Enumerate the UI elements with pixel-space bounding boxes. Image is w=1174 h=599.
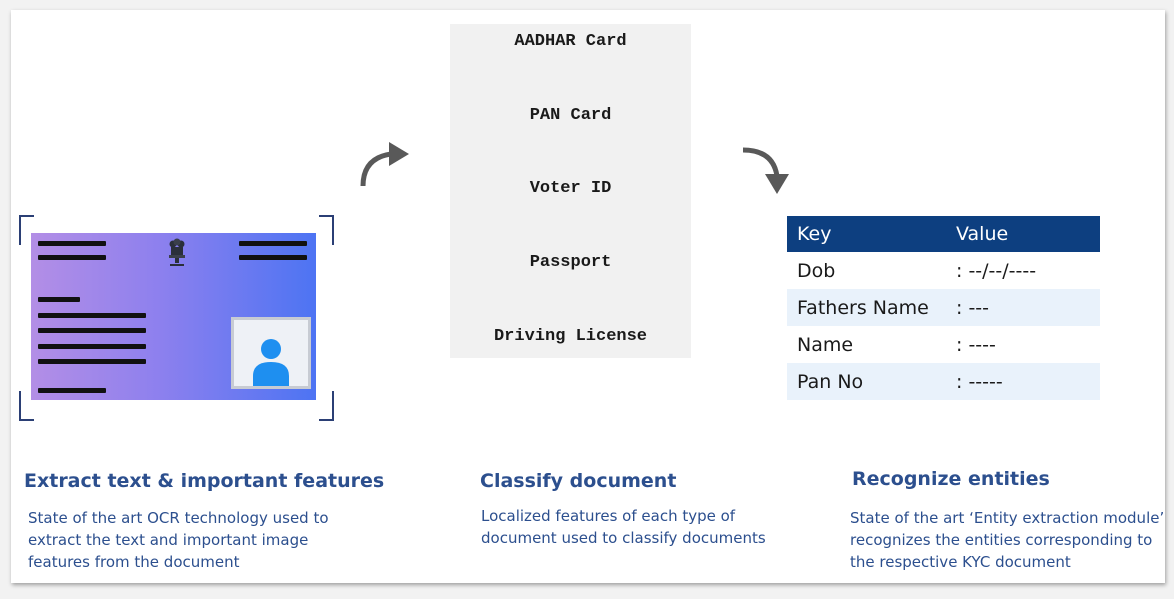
scan-corner-top-left	[19, 215, 34, 245]
card-text-line	[38, 241, 106, 246]
description-line: extract the text and important image	[28, 531, 309, 549]
card-text-line	[38, 388, 106, 393]
description-line: the respective KYC document	[850, 553, 1071, 571]
description-line: State of the art OCR technology used to	[28, 509, 329, 527]
document-type-item: AADHAR Card	[514, 32, 627, 51]
table-row: Pan No : -----	[787, 363, 1100, 400]
entity-key: Name	[797, 333, 854, 356]
emblem-icon	[169, 238, 185, 266]
entity-key: Fathers Name	[787, 289, 952, 326]
card-text-line	[239, 241, 307, 246]
entity-value: : -----	[952, 363, 1100, 400]
step-title-extract: Extract text & important features	[24, 470, 385, 492]
card-text-line	[38, 359, 146, 364]
scan-corner-top-right	[319, 215, 334, 245]
description-line: Localized features of each type of	[481, 507, 736, 525]
scan-corner-bottom-left	[19, 391, 34, 421]
step-description-classify: Localized features of each type of docum…	[481, 505, 766, 549]
entity-value: : ---	[952, 289, 1100, 326]
entity-key: Dob	[797, 259, 836, 282]
card-text-line	[38, 313, 146, 318]
card-text-line	[38, 255, 106, 260]
table-header-value: Value	[952, 216, 1100, 252]
scan-corner-bottom-right	[319, 391, 334, 421]
table-header-key: Key	[787, 216, 952, 252]
table-header-row: Key Value	[787, 216, 1100, 252]
entity-value: : ----	[956, 333, 996, 356]
card-photo	[231, 317, 311, 389]
card-text-line	[38, 297, 80, 302]
step-description-recognize: State of the art ‘Entity extraction modu…	[850, 507, 1164, 573]
table-row: Dob : --/--/----	[787, 252, 1100, 289]
document-type-item: Voter ID	[529, 179, 612, 198]
entity-key: Pan No	[787, 363, 952, 400]
table-row: Fathers Name : ---	[787, 289, 1100, 326]
document-type-item: PAN Card	[529, 106, 612, 125]
document-types-list: AADHAR Card PAN Card Voter ID Passport D…	[450, 24, 691, 358]
step-title-classify: Classify document	[480, 470, 677, 492]
card-text-line	[38, 344, 146, 349]
description-line: features from the document	[28, 553, 240, 571]
slide: AADHAR Card PAN Card Voter ID Passport D…	[11, 10, 1165, 583]
curved-arrow-icon	[742, 147, 789, 194]
table-row: Name : ----	[787, 326, 1100, 363]
entity-table: Key Value Dob : --/--/---- Fathers Name …	[787, 216, 1100, 400]
step-title-recognize: Recognize entities	[852, 468, 1050, 490]
card-text-line	[239, 255, 307, 260]
entity-value: : --/--/----	[956, 259, 1037, 282]
description-line: document used to classify documents	[481, 529, 766, 547]
description-line: State of the art ‘Entity extraction modu…	[850, 509, 1165, 527]
id-card-illustration	[31, 233, 316, 400]
curved-arrow-icon	[360, 142, 409, 187]
avatar-icon	[253, 339, 289, 386]
document-type-item: Driving License	[493, 327, 648, 346]
description-line: recognizes the entities corresponding to	[850, 531, 1153, 549]
step-description-extract: State of the art OCR technology used to …	[28, 507, 329, 573]
card-text-line	[38, 328, 146, 333]
document-type-item: Passport	[529, 253, 612, 272]
